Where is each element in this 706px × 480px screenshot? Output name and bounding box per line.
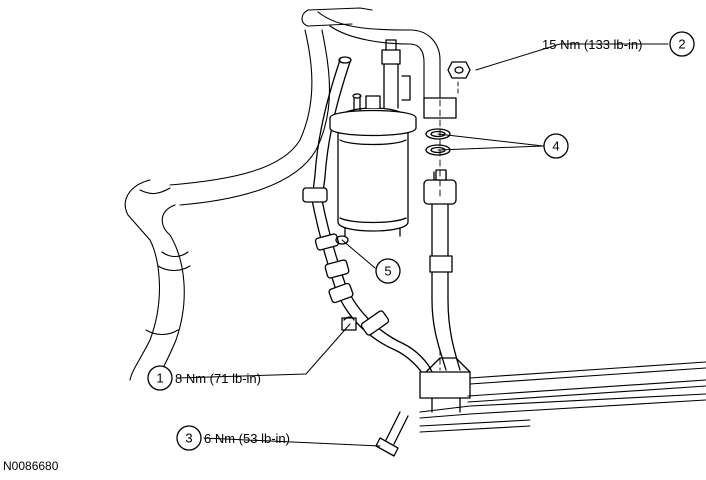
lower-tubes (419, 361, 706, 433)
callout-1-label: 8 Nm (71 lb-in) (175, 371, 261, 386)
callout-3-label: 6 Nm (53 lb-in) (204, 431, 290, 446)
callout-2-label: 15 Nm (133 lb-in) (542, 37, 642, 52)
callout-4-number: 4 (552, 139, 559, 154)
left-line-assembly (302, 187, 433, 379)
callout-1: 1 8 Nm (71 lb-in) (147, 365, 261, 391)
callout-5-number: 5 (384, 264, 391, 279)
callout-4: 4 (543, 133, 569, 159)
lower-bracket (375, 349, 471, 457)
callout-2-number: 2 (678, 37, 685, 52)
callout-3-number: 3 (185, 431, 192, 446)
figure-id: N0086680 (3, 459, 59, 473)
canister (329, 39, 417, 237)
callout-5: 5 (375, 258, 401, 284)
callout-3: 3 6 Nm (53 lb-in) (176, 425, 290, 451)
leader-lines (177, 43, 669, 447)
background-hoses (124, 7, 441, 381)
callout-1-number: 1 (156, 371, 163, 386)
callout-2: 2 15 Nm (133 lb-in) (542, 31, 695, 57)
right-line-assembly (423, 59, 471, 371)
